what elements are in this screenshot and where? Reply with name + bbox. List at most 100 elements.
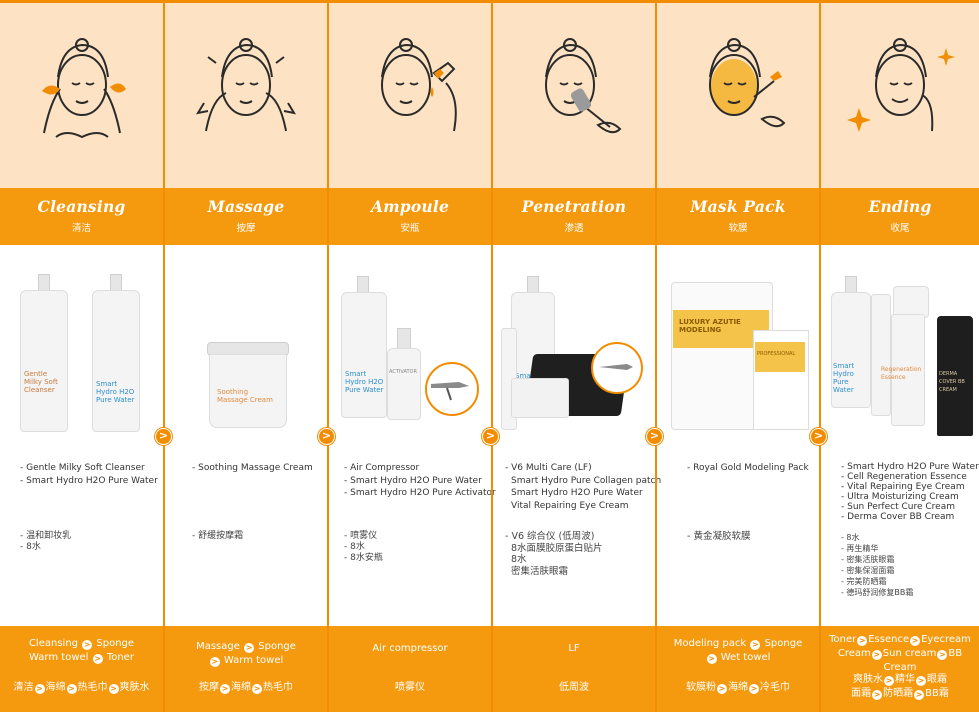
- arrow-icon: >: [66, 684, 77, 694]
- tool-label-zh: 热毛巾: [263, 682, 293, 693]
- step-footer: Air compressor 喷雾仪: [329, 626, 491, 712]
- step-column-cleansing: Cleansing 清洁 Gentle Milky Soft Cleanser …: [0, 0, 163, 712]
- arrow-icon: >: [872, 690, 883, 700]
- product-item-zh: - V6 综合仪 (低周波): [505, 531, 595, 542]
- step-footer: Toner>Essence>Eyecream Cream>Sun cream>B…: [821, 626, 979, 712]
- tool-label-zh: 喷雾仪: [395, 682, 425, 693]
- arrow-icon: >: [884, 676, 894, 686]
- next-step-arrow-icon: >: [646, 428, 663, 445]
- tool-label-zh: 按摩: [199, 682, 219, 693]
- product-item: - Smart Hydro H2O Pure Water: [20, 475, 158, 486]
- product-item-zh: - 8水安瓶: [344, 553, 383, 563]
- arrow-icon: >: [916, 676, 926, 686]
- face-mask-icon: [709, 38, 786, 128]
- tool-label-zh: 冷毛巾: [760, 682, 790, 693]
- tool-label: Eyecream: [921, 634, 971, 645]
- face-ending-icon: [847, 38, 955, 132]
- arrow-icon: >: [244, 643, 255, 653]
- arrow-icon: >: [910, 636, 921, 646]
- arrow-icon: >: [749, 684, 759, 694]
- step-title-en: Ampoule: [370, 197, 450, 216]
- tool-label: Cream: [837, 648, 871, 659]
- product-item: - Gentle Milky Soft Cleanser: [20, 463, 145, 473]
- next-step-arrow-icon: >: [810, 428, 827, 445]
- next-step-arrow-icon: >: [318, 428, 335, 445]
- arrow-icon: >: [252, 684, 262, 694]
- step-title-band: Cleansing 清洁: [0, 188, 163, 245]
- product-item-zh: - 8水: [20, 542, 41, 552]
- step-title-zh: 按摩: [236, 223, 256, 234]
- air-compressor-zoom: [425, 362, 479, 416]
- tool-label-zh: 爽肤水: [853, 674, 883, 685]
- product-image: Smart Hydro Pure Water: [493, 262, 655, 440]
- bottle-label: Gentle Milky Soft Cleanser: [24, 370, 58, 394]
- arrow-icon: >: [82, 640, 93, 650]
- tool-label-zh: 爽肤水: [119, 682, 150, 693]
- arrow-icon: >: [717, 684, 727, 694]
- jar-label: Soothing Massage Cream: [217, 388, 273, 404]
- pouch-label: LUXURY AZUTIE MODELING: [679, 318, 741, 334]
- bb-cream-label: DERMA COVER BB CREAM: [939, 371, 965, 393]
- arrow-icon: >: [209, 657, 220, 667]
- step-footer: LF 低周波: [493, 626, 655, 712]
- step-column-mask-pack: Mask Pack 软膜 LUXURY AZUTIE MODELING PROF…: [655, 0, 819, 712]
- arrow-icon: >: [108, 684, 119, 694]
- tool-label: Air compressor: [372, 643, 448, 654]
- product-image: Smart Hydro Pure Water Regeneration Esse…: [821, 262, 979, 440]
- tool-label: Essence: [868, 634, 910, 645]
- product-item: Smart Hydro H2O Pure Water: [511, 488, 643, 498]
- product-item-zh: - 再生精华: [841, 544, 879, 553]
- bottle-label: Smart Hydro H2O Pure Water: [345, 370, 384, 394]
- tool-label-zh: 眼霜: [927, 674, 947, 685]
- step-title-zh: 清洁: [71, 223, 91, 234]
- tool-label-zh: BB霜: [925, 688, 949, 699]
- step-footer: Cleansing > Sponge Warm towel > Toner 清洁…: [0, 626, 163, 712]
- product-item-zh: 密集活肤眼霜: [511, 565, 569, 577]
- product-item-zh: - 喷雾仪: [344, 531, 378, 541]
- tool-label-zh: 软膜粉: [686, 682, 716, 693]
- tool-label: BB Cream: [883, 648, 963, 673]
- tool-label: Massage: [196, 641, 240, 652]
- product-item-zh: - 密集活肤眼霜: [841, 555, 895, 564]
- tool-label-zh: 热毛巾: [77, 682, 108, 693]
- tool-label: Toner: [829, 634, 857, 645]
- bb-cream-tube: [937, 316, 973, 436]
- product-item-zh: - 密集保湿面霜: [841, 566, 895, 575]
- tool-label-zh: 海绵: [45, 682, 66, 693]
- face-cleansing-icon: [41, 38, 126, 139]
- tool-label-zh: 面霜: [851, 688, 872, 699]
- step-column-massage: Massage 按摩 Soothing Massage Cream - Soot…: [163, 0, 327, 712]
- tool-label: Warm towel: [223, 655, 284, 666]
- face-penetration-icon: [545, 38, 622, 134]
- product-item: - Smart Hydro H2O Pure Activator: [344, 488, 496, 498]
- top-accent-bar: [0, 0, 979, 3]
- arrow-icon: >: [857, 636, 868, 646]
- tool-label: Sponge: [258, 641, 296, 652]
- product-item-zh: 8水: [511, 554, 527, 565]
- product-image: Soothing Massage Cream: [165, 262, 327, 440]
- tool-label-zh: 海绵: [728, 682, 748, 693]
- vial-label: ACTIVATOR: [389, 369, 417, 375]
- product-item: - Derma Cover BB Cream: [841, 512, 955, 522]
- step-title-zh: 软膜: [728, 223, 748, 234]
- tool-label-zh: 清洁: [13, 682, 34, 693]
- bottle-label: Smart Hydro H2O Pure Water: [96, 380, 135, 404]
- tool-label-zh: 低周波: [559, 682, 589, 693]
- product-image: LUXURY AZUTIE MODELING PROFESSIONAL: [657, 262, 819, 440]
- step-footer: Massage > Sponge > Warm towel 按摩>海绵>热毛巾: [165, 626, 327, 712]
- step-title-band: Penetration 渗透: [493, 188, 655, 245]
- step-title-band: Ending 收尾: [821, 188, 979, 245]
- product-item: - Cell Regeneration Essence: [841, 472, 967, 482]
- lf-probe-zoom: [591, 342, 643, 394]
- product-image: Smart Hydro H2O Pure Water ACTIVATOR: [329, 262, 491, 440]
- tool-label: Cleansing: [28, 638, 79, 649]
- tool-label: Modeling pack: [673, 638, 747, 649]
- mask-pack-illustration: [657, 3, 819, 188]
- step-title-band: Ampoule 安瓶: [329, 188, 491, 245]
- bottle-label: Smart Hydro Pure Water: [833, 362, 855, 394]
- product-item: - Smart Hydro H2O Pure Water: [344, 475, 482, 486]
- product-item-zh: 8水面膜胶原蛋白贴片: [511, 542, 603, 554]
- step-title-en: Ending: [868, 197, 932, 216]
- massage-illustration: [165, 3, 327, 188]
